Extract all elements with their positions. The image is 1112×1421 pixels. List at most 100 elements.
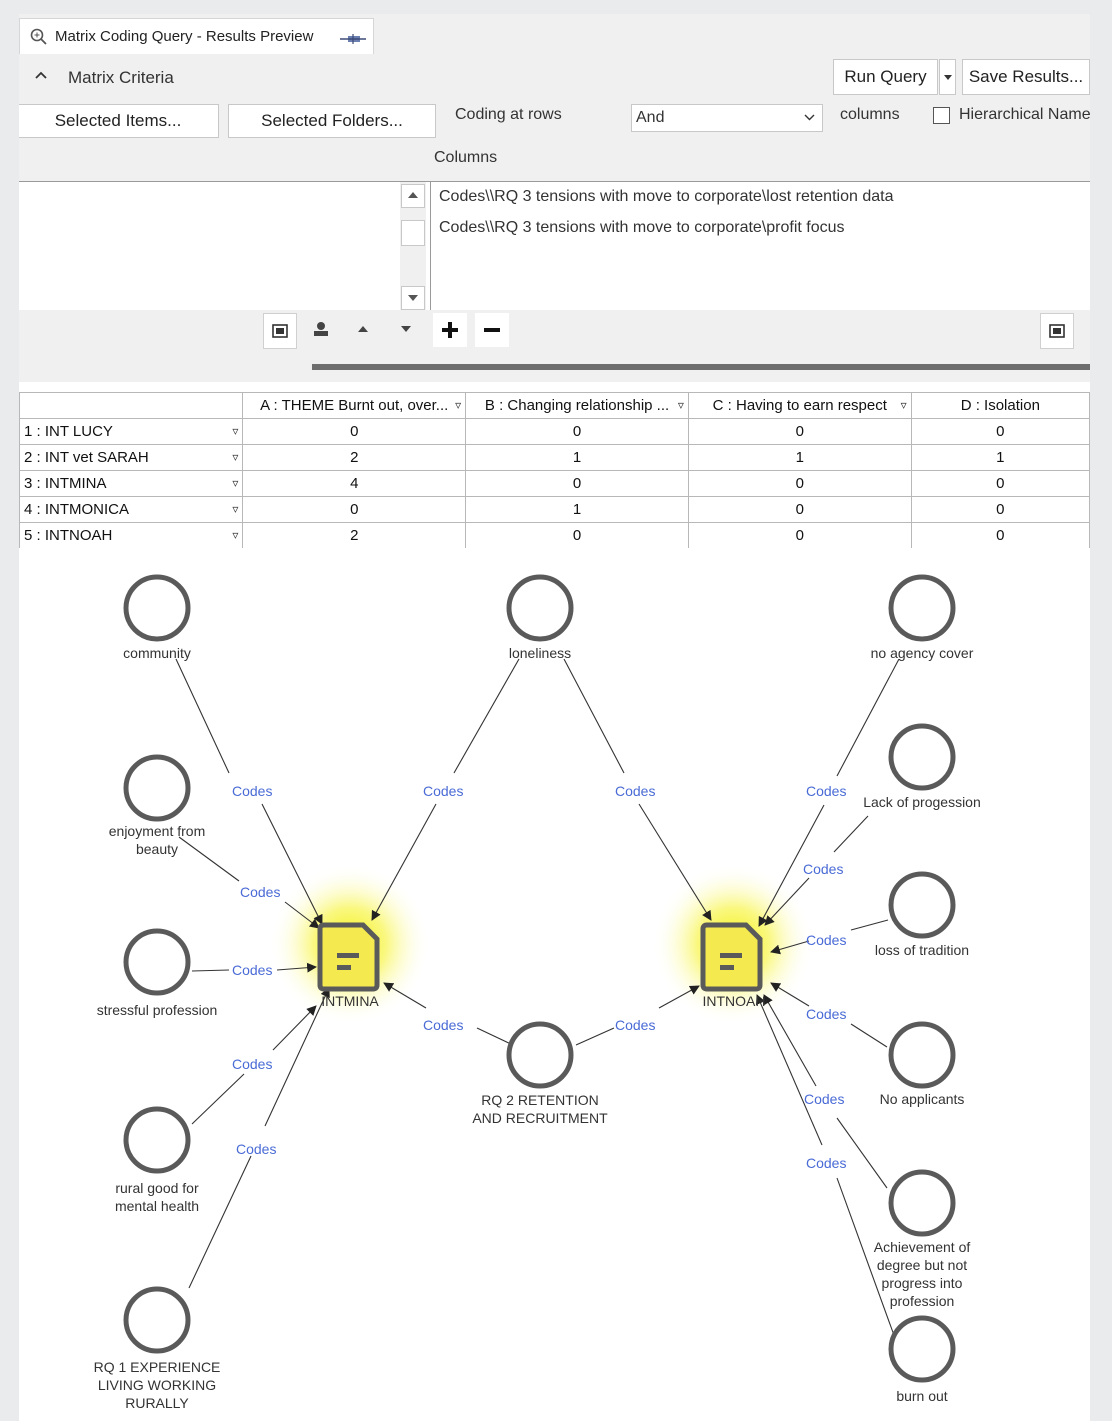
rows-scrollbar[interactable] bbox=[400, 182, 426, 310]
table-row[interactable]: 3 : INTMINA▿ 4 0 0 0 bbox=[19, 470, 1090, 497]
file-icon[interactable] bbox=[700, 922, 763, 992]
run-query-dropdown[interactable] bbox=[939, 59, 956, 95]
node-circle[interactable] bbox=[123, 1106, 191, 1174]
move-down-icon[interactable] bbox=[401, 326, 411, 333]
tab-results-preview[interactable]: Matrix Coding Query - Results Preview bbox=[19, 18, 374, 55]
filter-icon[interactable]: ▿ bbox=[900, 398, 907, 412]
matrix-cell[interactable]: 0 bbox=[687, 418, 912, 445]
filter-icon[interactable]: ▿ bbox=[677, 398, 684, 412]
matrix-cell[interactable]: 0 bbox=[242, 418, 467, 445]
node-label-rural[interactable]: rural good for mental health bbox=[114, 1180, 200, 1214]
matrix-cell[interactable]: 0 bbox=[465, 470, 689, 497]
scroll-up-button[interactable] bbox=[401, 184, 425, 208]
matrix-cell[interactable]: 1 bbox=[687, 444, 912, 471]
node-label-community[interactable]: community bbox=[123, 645, 191, 661]
scroll-down-button[interactable] bbox=[401, 286, 425, 310]
node-circle[interactable] bbox=[506, 574, 574, 642]
matrix-cell[interactable]: 0 bbox=[687, 470, 912, 497]
filter-icon[interactable]: ▿ bbox=[232, 424, 239, 438]
table-row[interactable]: 5 : INTNOAH▿ 2 0 0 0 bbox=[19, 522, 1090, 549]
horizontal-scrollbar[interactable] bbox=[312, 364, 1090, 370]
file-label-intnoah[interactable]: INTNOAH bbox=[702, 993, 766, 1009]
node-circle[interactable] bbox=[123, 574, 191, 642]
select-columns-tool[interactable] bbox=[1040, 313, 1074, 349]
selected-items-button[interactable]: Selected Items... bbox=[19, 104, 219, 138]
filter-icon[interactable]: ▿ bbox=[232, 502, 239, 516]
save-results-button[interactable]: Save Results... bbox=[962, 59, 1090, 95]
pin-icon[interactable] bbox=[340, 34, 366, 44]
matrix-cell[interactable]: 1 bbox=[910, 444, 1090, 471]
scroll-thumb[interactable] bbox=[401, 220, 425, 246]
hierarchical-name-checkbox[interactable] bbox=[933, 107, 950, 124]
row-header[interactable]: 5 : INTNOAH▿ bbox=[19, 522, 244, 549]
table-row[interactable]: 4 : INTMONICA▿ 0 1 0 0 bbox=[19, 496, 1090, 523]
node-label-stressful[interactable]: stressful profession bbox=[96, 1002, 218, 1018]
column-header[interactable]: D : Isolation bbox=[910, 392, 1090, 419]
select-items-tool[interactable] bbox=[263, 313, 297, 349]
columns-list[interactable]: Codes\\RQ 3 tensions with move to corpor… bbox=[430, 182, 1090, 310]
matrix-cell[interactable]: 0 bbox=[687, 522, 912, 549]
arrow-up-icon bbox=[408, 192, 418, 198]
node-label-no-applicants[interactable]: No applicants bbox=[879, 1091, 965, 1107]
filter-icon[interactable]: ▿ bbox=[232, 476, 239, 490]
node-circle[interactable] bbox=[123, 754, 191, 822]
matrix-cell[interactable]: 0 bbox=[687, 496, 912, 523]
remove-button[interactable] bbox=[475, 313, 509, 347]
node-circle[interactable] bbox=[888, 871, 956, 939]
column-item[interactable]: Codes\\RQ 3 tensions with move to corpor… bbox=[439, 188, 894, 205]
node-label-rq1[interactable]: RQ 1 EXPERIENCE LIVING WORKING RURALLY bbox=[93, 1359, 221, 1411]
row-header[interactable]: 4 : INTMONICA▿ bbox=[19, 496, 244, 523]
operator-select[interactable]: And bbox=[631, 104, 823, 132]
node-circle[interactable] bbox=[506, 1021, 574, 1089]
edge bbox=[764, 877, 810, 926]
matrix-cell[interactable]: 2 bbox=[242, 444, 467, 471]
node-label-achievement[interactable]: Achievement of degree but not progress i… bbox=[873, 1239, 971, 1309]
column-header[interactable]: A : THEME Burnt out, over...▿ bbox=[242, 392, 467, 419]
filter-icon[interactable]: ▿ bbox=[232, 528, 239, 542]
matrix-cell[interactable]: 0 bbox=[910, 470, 1090, 497]
matrix-cell[interactable]: 0 bbox=[465, 522, 689, 549]
table-row[interactable]: 2 : INT vet SARAH▿ 2 1 1 1 bbox=[19, 444, 1090, 471]
add-button[interactable] bbox=[433, 313, 467, 347]
node-circle[interactable] bbox=[888, 723, 956, 791]
row-header[interactable]: 1 : INT LUCY▿ bbox=[19, 418, 244, 445]
node-label-burn-out[interactable]: burn out bbox=[896, 1388, 948, 1404]
row-header[interactable]: 3 : INTMINA▿ bbox=[19, 470, 244, 497]
node-label-no-agency-cover[interactable]: no agency cover bbox=[870, 645, 974, 661]
node-circle[interactable] bbox=[888, 1169, 956, 1237]
column-item[interactable]: Codes\\RQ 3 tensions with move to corpor… bbox=[439, 219, 845, 236]
filter-icon[interactable]: ▿ bbox=[455, 398, 462, 412]
collapse-chevron-icon[interactable] bbox=[34, 70, 48, 80]
node-circle[interactable] bbox=[888, 574, 956, 642]
node-circle[interactable] bbox=[888, 1315, 956, 1383]
node-circle[interactable] bbox=[888, 1021, 956, 1089]
move-up-icon[interactable] bbox=[358, 326, 368, 333]
file-icon[interactable] bbox=[317, 922, 380, 992]
matrix-cell[interactable]: 2 bbox=[242, 522, 467, 549]
matrix-cell[interactable]: 1 bbox=[465, 444, 689, 471]
run-query-button[interactable]: Run Query bbox=[833, 59, 938, 95]
column-header[interactable]: C : Having to earn respect▿ bbox=[687, 392, 912, 419]
file-label-intmina[interactable]: INTMINA bbox=[321, 993, 379, 1009]
matrix-cell[interactable]: 0 bbox=[910, 522, 1090, 549]
node-label-enjoyment[interactable]: enjoyment from beauty bbox=[108, 823, 206, 857]
column-header[interactable]: B : Changing relationship ...▿ bbox=[465, 392, 689, 419]
filter-icon[interactable]: ▿ bbox=[232, 450, 239, 464]
selected-folders-button[interactable]: Selected Folders... bbox=[228, 104, 436, 138]
person-icon[interactable] bbox=[313, 321, 329, 337]
row-header[interactable]: 2 : INT vet SARAH▿ bbox=[19, 444, 244, 471]
node-circle[interactable] bbox=[123, 928, 191, 996]
rows-list[interactable] bbox=[19, 182, 400, 310]
table-row[interactable]: 1 : INT LUCY▿ 0 0 0 0 bbox=[19, 418, 1090, 445]
node-label-loss-of-tradition[interactable]: loss of tradition bbox=[874, 942, 970, 958]
node-label-lack-of-progession[interactable]: Lack of progession bbox=[863, 794, 981, 810]
matrix-cell[interactable]: 0 bbox=[910, 418, 1090, 445]
matrix-cell[interactable]: 0 bbox=[242, 496, 467, 523]
node-label-rq2[interactable]: RQ 2 RETENTION AND RECRUITMENT bbox=[472, 1092, 608, 1126]
matrix-cell[interactable]: 4 bbox=[242, 470, 467, 497]
node-label-loneliness[interactable]: loneliness bbox=[508, 645, 572, 661]
matrix-cell[interactable]: 1 bbox=[465, 496, 689, 523]
matrix-cell[interactable]: 0 bbox=[465, 418, 689, 445]
node-circle[interactable] bbox=[123, 1286, 191, 1354]
matrix-cell[interactable]: 0 bbox=[910, 496, 1090, 523]
